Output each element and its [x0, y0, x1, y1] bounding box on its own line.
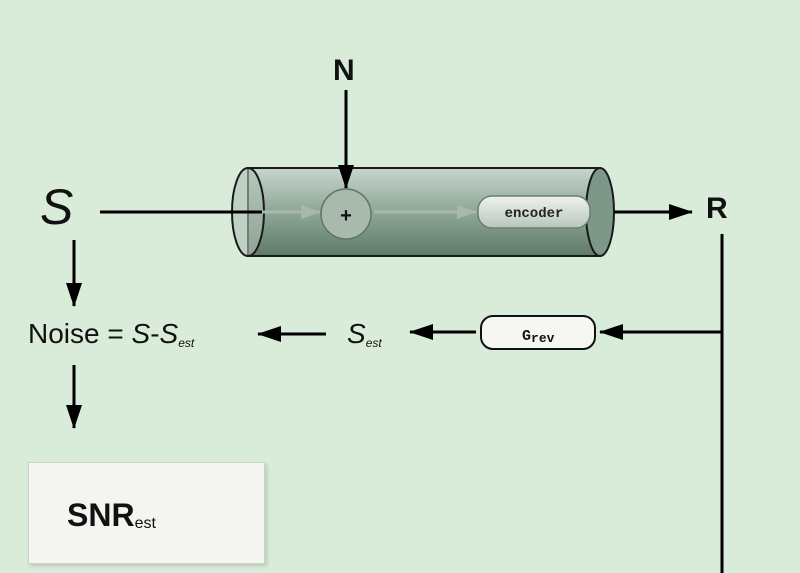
decoder-label: Grev — [522, 328, 555, 346]
noise-equation: Noise = S-Sest — [28, 318, 195, 350]
noise-input-label: N — [333, 54, 355, 87]
snr-estimate-box: SNRest — [28, 462, 265, 564]
noise-equation-prefix: Noise = — [28, 318, 132, 349]
noise-equation-term2-subscript: est — [178, 336, 195, 350]
encoder-block — [477, 195, 591, 229]
adder-symbol: + — [340, 205, 352, 227]
snr-main: SNR — [67, 497, 135, 533]
snr-estimate-label: SNRest — [67, 497, 156, 534]
response-label: R — [706, 192, 728, 225]
decoder-block — [480, 315, 596, 350]
adder-node — [320, 188, 372, 240]
noise-equation-minus: - — [150, 318, 160, 349]
noise-equation-term1: S — [131, 318, 151, 349]
estimate-label: Sest — [347, 318, 382, 350]
snr-subscript: est — [134, 515, 156, 532]
estimate-symbol: S — [347, 318, 366, 349]
input-signal-label: S — [40, 179, 74, 235]
encoder-label: encoder — [505, 206, 564, 222]
estimate-subscript: est — [365, 336, 382, 350]
noise-equation-term2: S — [159, 318, 179, 349]
